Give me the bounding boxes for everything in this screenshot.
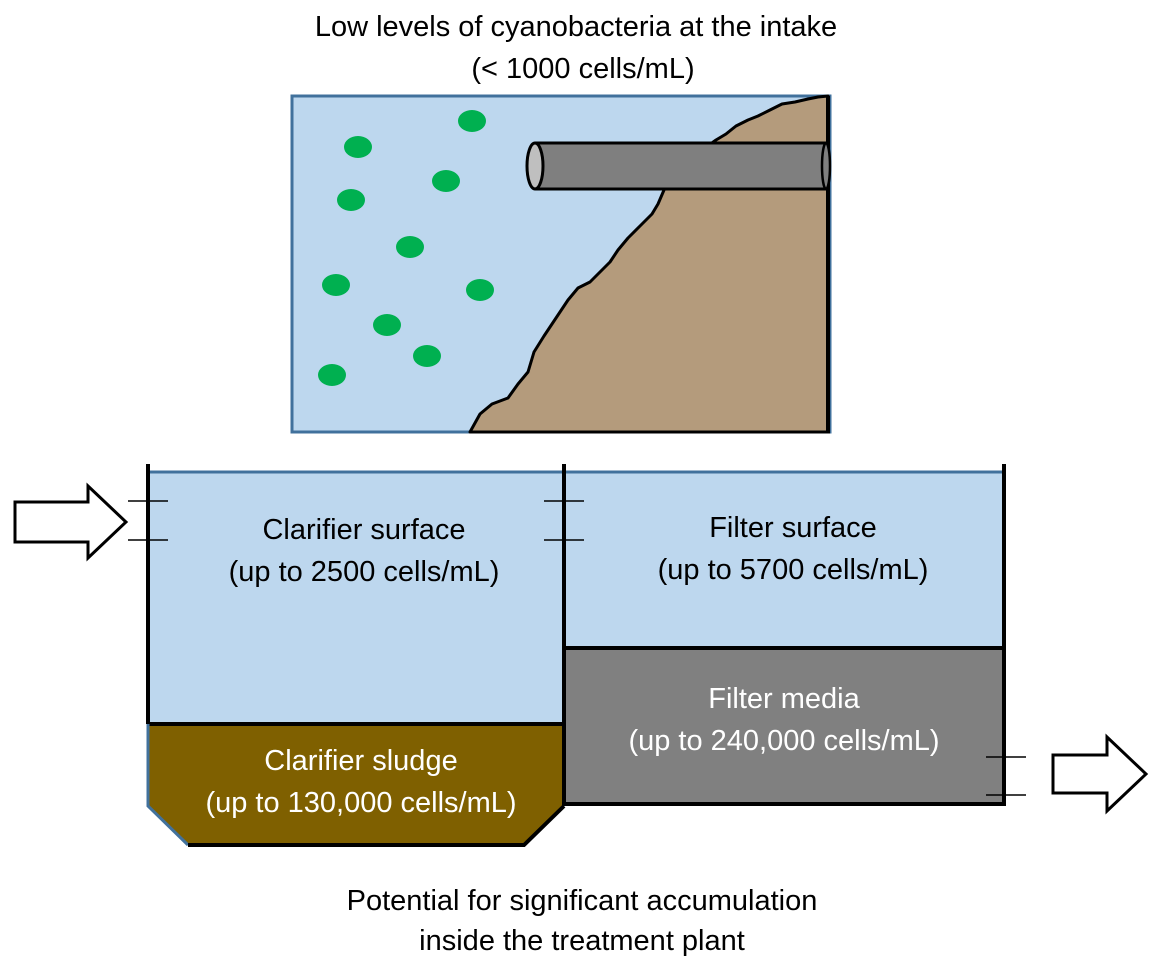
filter-surface-count: (up to 5700 cells/mL) [658, 554, 929, 586]
filter-surface-label: Filter surface [709, 512, 877, 544]
clarifier-sludge-layer [148, 724, 564, 845]
clarifier-hopper-left [146, 724, 190, 847]
clarifier-tank [146, 464, 566, 847]
filter-media-label: Filter media [708, 683, 860, 715]
cyanobacteria-cell-icon [466, 279, 494, 301]
clarifier-surface-label: Clarifier surface [262, 514, 465, 546]
clarifier-water [148, 472, 564, 724]
filter-media-count: (up to 240,000 cells/mL) [628, 725, 939, 757]
inflow-arrow-icon [13, 482, 129, 562]
cyanobacteria-cell-icon [318, 364, 346, 386]
filter-water [564, 472, 1006, 648]
clarifier-hopper-right [188, 804, 566, 847]
cyanobacteria-cell-icon [337, 189, 365, 211]
intake-pipe-icon [525, 141, 832, 191]
clarifier-surface-count: (up to 2500 cells/mL) [229, 556, 500, 588]
cyanobacteria-cell-icon [373, 314, 401, 336]
intake-caption-line1: Low levels of cyanobacteria at the intak… [315, 11, 837, 43]
accumulation-caption-line2: inside the treatment plant [419, 925, 745, 957]
accumulation-caption-line1: Potential for significant accumulation [347, 885, 818, 917]
cyanobacteria-cell-icon [458, 110, 486, 132]
clarifier-sludge-label: Clarifier sludge [264, 745, 457, 777]
cyanobacteria-cells [318, 110, 494, 386]
intake-panel [290, 94, 832, 434]
outflow-arrow-icon [1051, 733, 1149, 815]
filter-tank [562, 464, 1006, 806]
cyanobacteria-cell-icon [344, 136, 372, 158]
cyanobacteria-cell-icon [413, 345, 441, 367]
clarifier-sludge-count: (up to 130,000 cells/mL) [205, 787, 516, 819]
pipe-markers [128, 500, 1026, 796]
cyanobacteria-cell-icon [322, 274, 350, 296]
cyanobacteria-cell-icon [396, 236, 424, 258]
filter-media-layer [564, 648, 1006, 804]
cyanobacteria-cell-icon [432, 170, 460, 192]
intake-caption-line2: (< 1000 cells/mL) [471, 53, 694, 85]
